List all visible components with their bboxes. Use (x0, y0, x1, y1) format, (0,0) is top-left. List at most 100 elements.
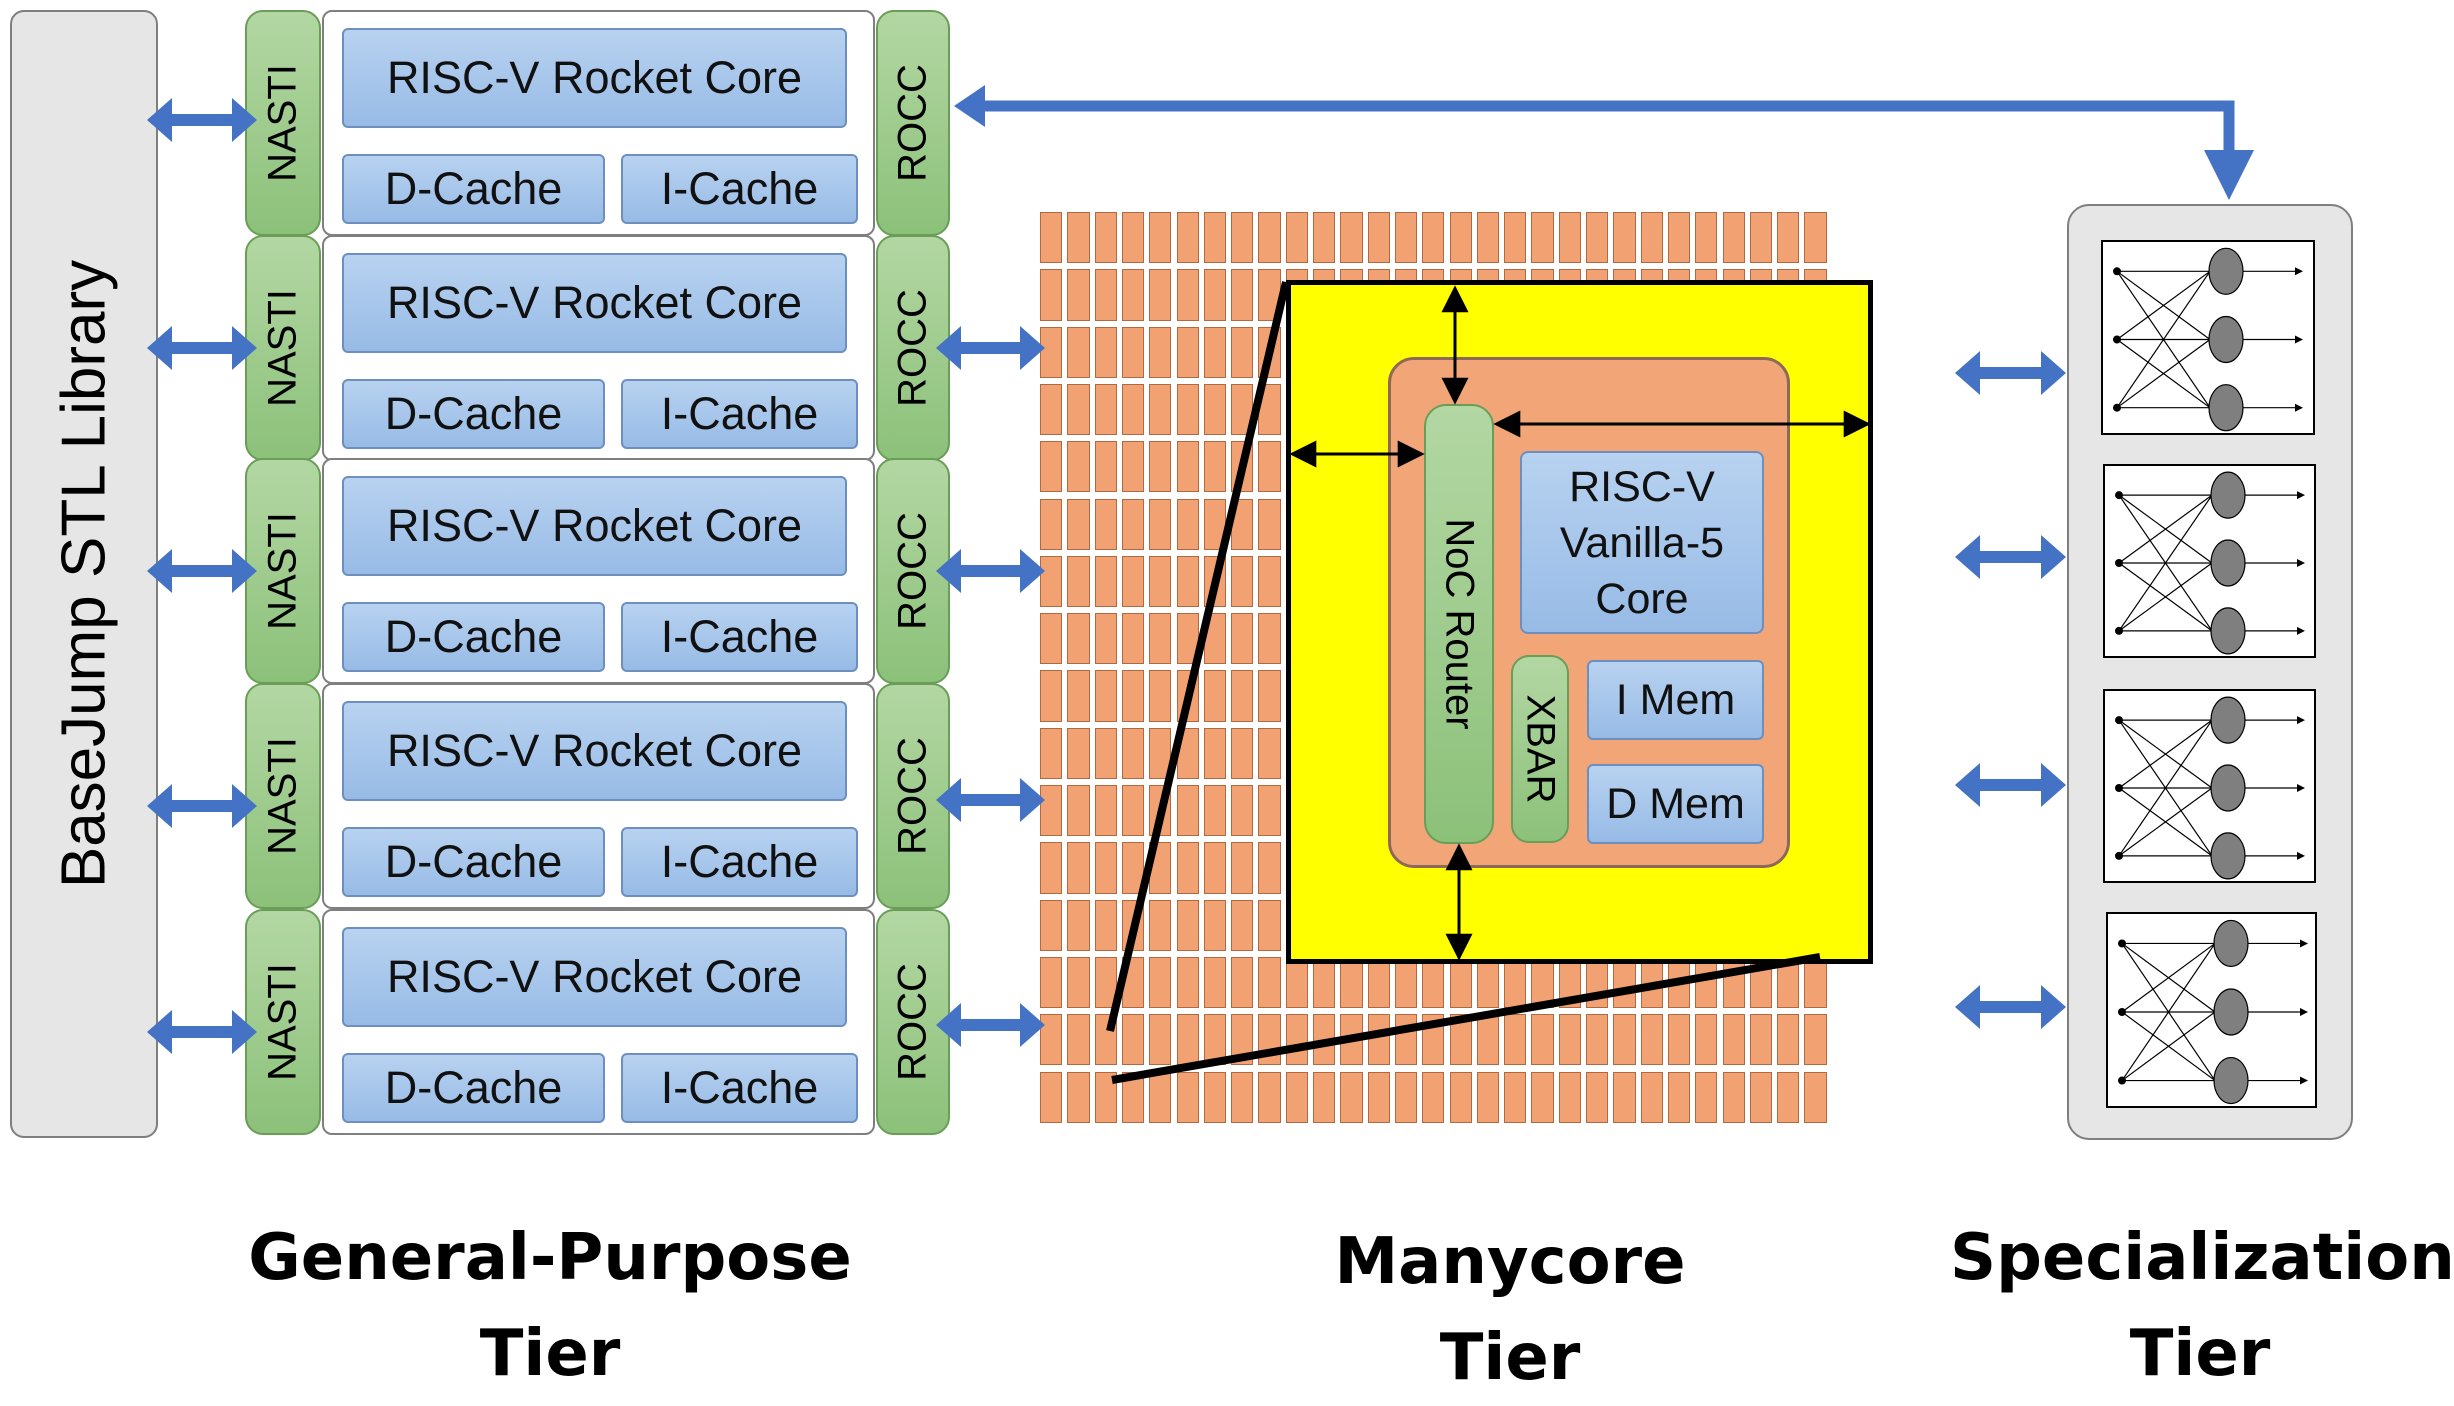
manycore-cell (1586, 1071, 1609, 1123)
vanilla-core-line2: Vanilla-5 (1559, 518, 1725, 567)
manycore-cell (1094, 727, 1117, 779)
manycore-cell (1422, 956, 1445, 1009)
manycore-cell (1094, 326, 1117, 378)
d-cache: D-Cache (342, 379, 605, 449)
manycore-cell (1067, 613, 1090, 665)
library-nasti-arrow (147, 98, 257, 142)
manycore-cell (1422, 212, 1445, 264)
manycore-cell (1613, 212, 1636, 264)
manycore-cell (1203, 1014, 1227, 1066)
nasti-label: NASTI (260, 963, 305, 1081)
manycore-cell (1121, 383, 1145, 436)
imem: I Mem (1587, 660, 1764, 740)
manycore-cell (1231, 842, 1254, 894)
nasti-label: NASTI (260, 512, 305, 630)
rocket-core-label: RISC-V Rocket Core (386, 725, 803, 776)
manycore-cell (1149, 670, 1172, 722)
manycore-cell (1203, 269, 1227, 321)
manycore-cell (1367, 956, 1390, 1009)
rocc-manycore-arrow (936, 549, 1045, 593)
i-cache: I-Cache (621, 154, 858, 224)
manycore-cell (1640, 1071, 1663, 1123)
manycore-cell (1121, 212, 1145, 264)
manycore-cell (1094, 670, 1117, 722)
manycore-cell (1176, 212, 1199, 264)
manycore-cell (1040, 670, 1063, 722)
manycore-cell (1040, 613, 1063, 665)
nasti-port: NASTI (245, 235, 321, 461)
manycore-cell (1203, 555, 1227, 608)
manycore-cell (1285, 212, 1308, 264)
manycore-cell (1040, 498, 1063, 550)
manycore-cell (1749, 1071, 1773, 1123)
xbar-label: XBAR (1518, 694, 1563, 804)
manycore-cell (1203, 613, 1227, 665)
manycore-cell (1749, 212, 1773, 264)
i-cache: I-Cache (621, 379, 858, 449)
manycore-cell (1722, 1014, 1745, 1066)
manycore-cell (1231, 670, 1254, 722)
manycore-cell (1176, 899, 1199, 951)
manycore-cell (1258, 842, 1281, 894)
manycore-cell (1749, 1014, 1773, 1066)
imem-label: I Mem (1615, 675, 1736, 724)
manycore-specialization-arrow (1955, 763, 2066, 807)
manycore-cell (1258, 785, 1281, 837)
manycore-cell (1121, 956, 1145, 1009)
manycore-cell (1422, 1014, 1445, 1066)
manycore-cell (1067, 498, 1090, 550)
rocc-manycore-arrow (936, 778, 1045, 822)
manycore-cell (1804, 956, 1827, 1009)
manycore-cell (1067, 212, 1090, 264)
specialization-tier-line2: Tier (2129, 1317, 2271, 1391)
manycore-cell (1777, 212, 1800, 264)
neural-network-icon (2118, 919, 2308, 1105)
library-nasti-arrow (147, 1010, 257, 1054)
manycore-cell (1121, 326, 1145, 378)
manycore-cell (1231, 1071, 1254, 1123)
manycore-cell (1340, 212, 1363, 264)
manycore-cell (1285, 1071, 1308, 1123)
manycore-cell (1258, 613, 1281, 665)
neural-network-icon (2113, 247, 2303, 432)
manycore-cell (1203, 383, 1227, 436)
rocc-manycore-arrow (936, 326, 1045, 370)
accelerator-box (2103, 464, 2316, 658)
rocc-label: ROCC (890, 737, 935, 855)
manycore-cell (1149, 383, 1172, 436)
manycore-cell (1067, 441, 1090, 493)
manycore-cell (1040, 785, 1063, 837)
manycore-cell (1722, 956, 1745, 1009)
rocc-label: ROCC (890, 512, 935, 630)
d-cache-label: D-Cache (384, 836, 563, 887)
manycore-cell (1067, 956, 1090, 1009)
d-cache-label: D-Cache (384, 1062, 563, 1113)
manycore-cell (1094, 899, 1117, 951)
rocket-core: RISC-V Rocket Core (342, 28, 847, 128)
manycore-cell (1094, 383, 1117, 436)
rocc-port: ROCC (876, 235, 950, 461)
manycore-cell (1203, 956, 1227, 1009)
manycore-cell (1722, 1071, 1745, 1123)
manycore-cell (1040, 383, 1063, 436)
manycore-cell (1449, 1071, 1472, 1123)
d-cache: D-Cache (342, 827, 605, 897)
manycore-cell (1340, 956, 1363, 1009)
manycore-cell (1176, 383, 1199, 436)
rocc-label: ROCC (890, 64, 935, 182)
nasti-port: NASTI (245, 10, 321, 236)
manycore-cell (1258, 670, 1281, 722)
manycore-cell (1285, 956, 1308, 1009)
general-purpose-tier-title: General-Purpose Tier (230, 1210, 870, 1402)
manycore-cell (1558, 1014, 1581, 1066)
specialization-tier-line1: Specialization (1950, 1221, 2454, 1295)
manycore-cell (1558, 956, 1581, 1009)
manycore-cell (1449, 212, 1472, 264)
manycore-cell (1094, 441, 1117, 493)
manycore-cell (1176, 613, 1199, 665)
manycore-cell (1504, 1014, 1527, 1066)
manycore-cell (1313, 1014, 1336, 1066)
manycore-cell (1258, 1071, 1281, 1123)
nasti-port: NASTI (245, 458, 321, 684)
manycore-cell (1176, 555, 1199, 608)
